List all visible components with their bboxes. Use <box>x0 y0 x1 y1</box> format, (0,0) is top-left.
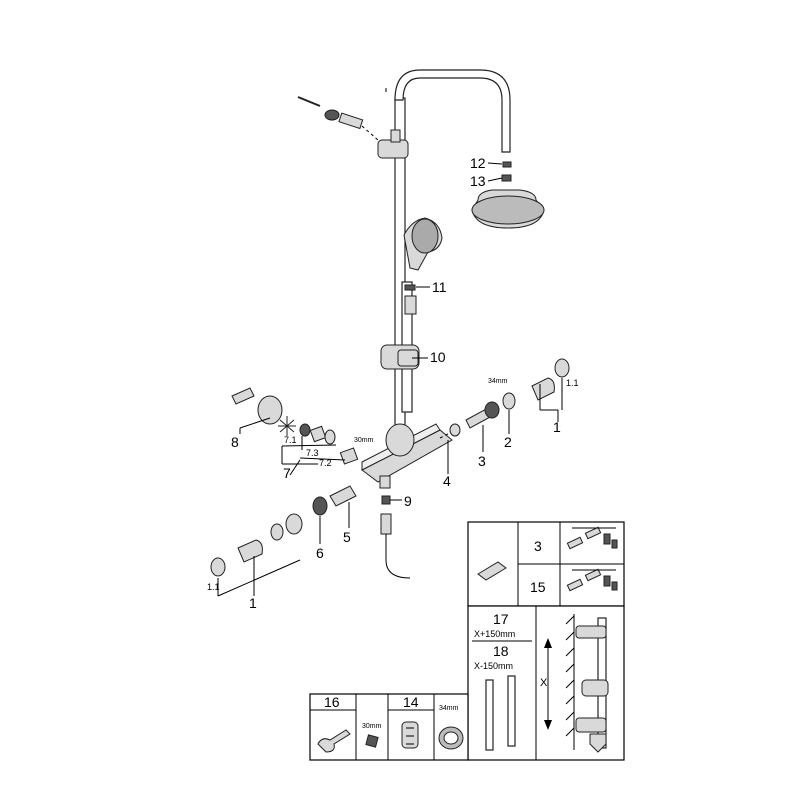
riser-assembly <box>297 69 511 429</box>
head-shower-face <box>471 195 545 225</box>
tools-30mm: 30mm <box>362 723 382 730</box>
part-1-nut-left <box>270 523 284 541</box>
callout-4: 4 <box>443 473 451 489</box>
callout-1-bottom: 1 <box>249 595 257 611</box>
lower-hose <box>385 534 411 579</box>
kit-illustration-15 <box>566 568 618 592</box>
part-1-cover-left <box>237 539 263 563</box>
rail-x-minus: X-150mm <box>474 661 513 671</box>
part-5-eccentric <box>329 485 357 507</box>
part-3-nut <box>484 401 500 419</box>
right-inlet-parts <box>439 358 570 439</box>
callout-2: 2 <box>504 434 512 450</box>
head-shower <box>471 161 545 229</box>
tools-14: 14 <box>403 694 419 710</box>
callout-1-top: 1 <box>553 419 561 435</box>
lower-hose-piece <box>380 513 392 535</box>
thermostat-knob-right <box>385 423 415 457</box>
hand-shower <box>380 217 443 370</box>
callout-7-3: 7.3 <box>306 448 319 458</box>
nut-12 <box>502 161 512 168</box>
callout-labels: 12 13 11 10 34mm 1.1 1 2 3 4 8 7.1 7.3 7… <box>207 155 579 611</box>
part-8-rosette <box>257 395 283 425</box>
callout-30mm-top: 30mm <box>354 437 374 444</box>
callout-7-1: 7.1 <box>284 435 297 445</box>
top-bracket-cap <box>390 129 401 143</box>
part-7-2 <box>339 447 359 465</box>
kit-row-15: 15 <box>530 579 546 595</box>
washer-11 <box>404 284 416 291</box>
callout-8: 8 <box>231 434 239 450</box>
part-1-cover <box>531 377 555 401</box>
part-7-1 <box>299 423 311 437</box>
callout-6: 6 <box>316 545 324 561</box>
outlet-nozzle <box>379 475 391 489</box>
anchor-dash <box>361 125 379 141</box>
callout-13: 13 <box>470 173 486 189</box>
rod-18 <box>507 675 516 747</box>
callout-lines <box>217 162 563 597</box>
callout-7-2: 7.2 <box>319 458 332 468</box>
part-4-dash <box>439 432 451 439</box>
part-1-flange-left <box>285 513 303 535</box>
top-bracket <box>377 139 409 159</box>
part-4-nut <box>449 423 461 437</box>
part-7-ring <box>324 429 336 445</box>
part-2-flange <box>502 392 516 410</box>
rail-17: 17 <box>493 611 509 627</box>
part-6-nut <box>312 496 328 516</box>
rail-valve-icon <box>589 733 607 753</box>
nut-30mm-icon <box>365 734 379 748</box>
rail-panel: 17 X+150mm 18 X-150mm X <box>467 605 625 761</box>
wall-screw <box>297 96 321 107</box>
tools-panel-frame <box>309 693 469 761</box>
callout-12: 12 <box>470 155 486 171</box>
kit-illustration-3 <box>566 526 618 550</box>
wall-anchor <box>338 112 364 130</box>
tools-panel: 16 14 30mm 34mm <box>309 693 469 761</box>
hose-connector <box>404 295 417 315</box>
part-8-connector <box>231 387 255 405</box>
rail-bottom-bracket <box>575 717 607 733</box>
x-dim-arrow-bottom <box>544 720 552 730</box>
part-1-1-cap-left <box>210 557 226 577</box>
rail-x-plus: X+150mm <box>474 629 515 639</box>
callout-3: 3 <box>478 453 486 469</box>
shower-arm <box>394 69 511 153</box>
x-dim-arrow-top <box>544 638 552 648</box>
tools-16: 16 <box>324 694 340 710</box>
wrench-icon <box>317 729 351 753</box>
rail-slider <box>581 679 609 697</box>
part-7-3 <box>309 425 327 443</box>
filter-star-icon <box>278 416 296 436</box>
kit-connector-icon <box>477 561 507 581</box>
kit-row-3: 3 <box>534 538 542 554</box>
callout-34mm-top: 34mm <box>488 378 508 385</box>
wall-hatch <box>565 615 575 737</box>
rail-18: 18 <box>493 643 509 659</box>
left-inlet-parts <box>210 387 359 577</box>
kit-panel: 3 15 <box>467 521 625 607</box>
callout-5: 5 <box>343 529 351 545</box>
callout-11: 11 <box>432 279 447 295</box>
callout-9: 9 <box>404 493 412 509</box>
callout-10: 10 <box>430 349 446 365</box>
hand-shower-spray <box>411 218 439 254</box>
part-9 <box>381 495 391 505</box>
callout-1-1-top: 1.1 <box>566 378 579 388</box>
rail-top-bracket <box>575 625 607 639</box>
nut-13 <box>501 174 512 182</box>
rod-17 <box>485 679 494 751</box>
callout-7: 7 <box>283 465 291 481</box>
thermostat-body <box>361 423 453 579</box>
part-1-1-cap <box>554 358 570 378</box>
rail-x: X <box>540 677 548 689</box>
wall-plug <box>324 109 340 121</box>
callout-1-1-bottom: 1.1 <box>207 582 220 592</box>
tools-34mm: 34mm <box>439 705 459 712</box>
